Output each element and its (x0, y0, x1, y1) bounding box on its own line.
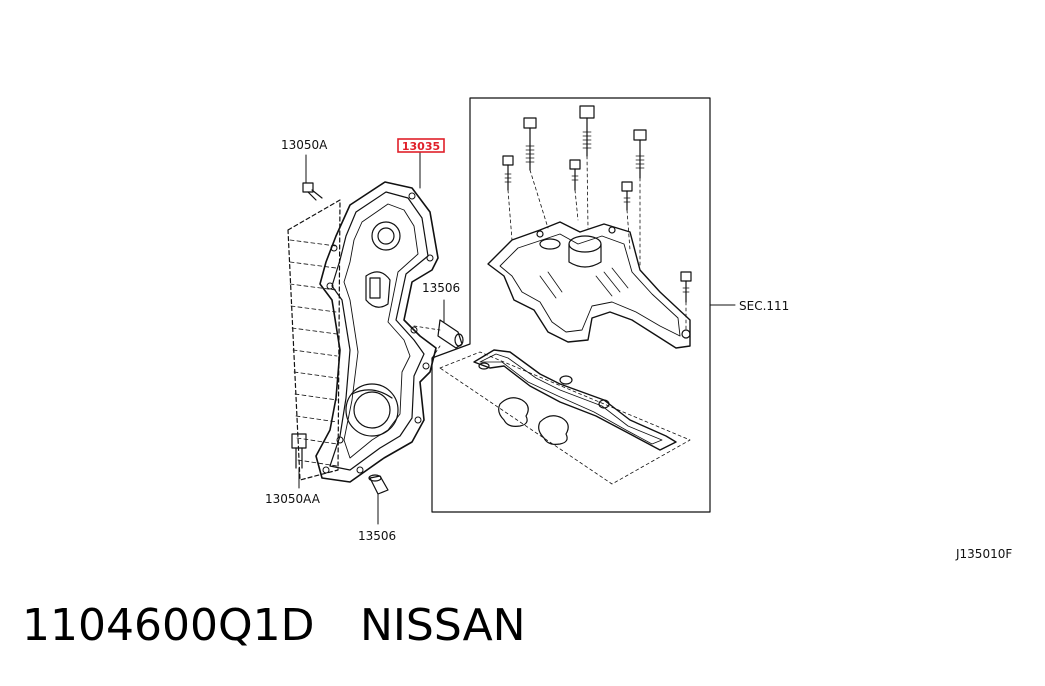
dowel-13506-upper (413, 299, 464, 349)
housing-body (487, 221, 691, 349)
brand-name: NISSAN (360, 600, 526, 651)
bolt-13050a (302, 154, 323, 201)
inset-frame (431, 97, 711, 513)
label-13050a: 13050A (281, 138, 328, 152)
dowel-13506-lower (368, 474, 389, 525)
cover-gasket (439, 349, 691, 485)
figure-code: J135010F (955, 547, 1012, 561)
label-13050aa: 13050AA (265, 492, 321, 506)
highlighted-part-box (397, 138, 445, 153)
bolt-13050aa (291, 433, 307, 489)
label-13506-lower: 13506 (358, 529, 396, 543)
label-13506-upper: 13506 (422, 281, 460, 295)
label-sec111: SEC.111 (739, 299, 789, 313)
label-13035: 13035 (402, 140, 440, 153)
part-number: 1104600Q1D (22, 600, 315, 651)
front-cover-assembly (287, 181, 439, 483)
valve-cover-bolts (502, 105, 692, 331)
